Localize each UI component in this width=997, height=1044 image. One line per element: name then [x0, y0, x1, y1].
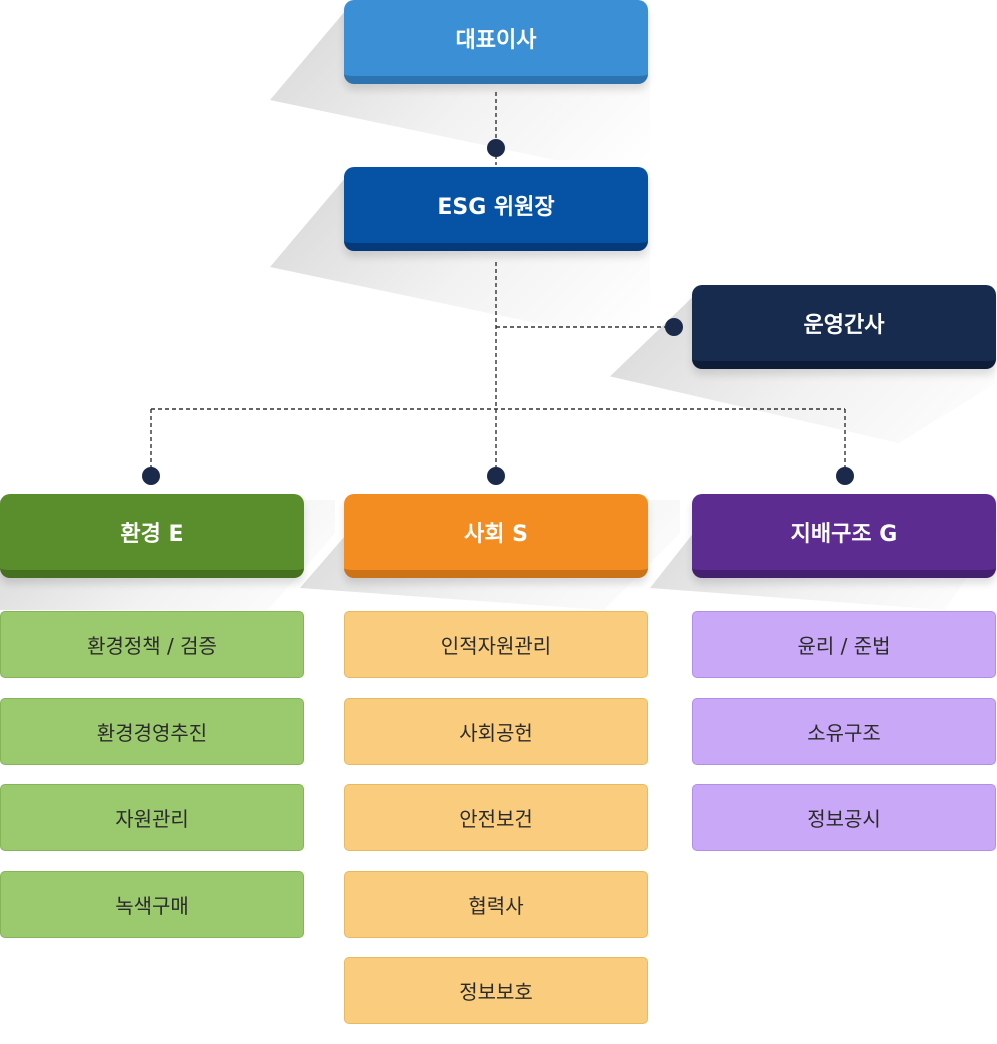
governance-item-list: 윤리 / 준법 소유구조 정보공시 — [692, 611, 996, 871]
dot-chair — [487, 139, 505, 157]
dot-env — [142, 467, 160, 485]
dot-gov — [836, 467, 854, 485]
dot-secretary — [665, 318, 683, 336]
esg-chair-box: ESG 위원장 — [344, 167, 648, 251]
env-item-list: 환경정책 / 검증 환경경영추진 자원관리 녹색구매 — [0, 611, 304, 957]
env-division-head: 환경 E — [0, 494, 304, 578]
social-item: 정보보호 — [344, 957, 648, 1024]
social-item: 안전보건 — [344, 784, 648, 851]
env-item: 자원관리 — [0, 784, 304, 851]
ceo-box: 대표이사 — [344, 0, 648, 84]
governance-item: 윤리 / 준법 — [692, 611, 996, 678]
env-item: 환경정책 / 검증 — [0, 611, 304, 678]
governance-item: 소유구조 — [692, 697, 996, 765]
secretary-box: 운영간사 — [692, 285, 996, 369]
social-item: 사회공헌 — [344, 697, 648, 765]
dot-soc — [487, 467, 505, 485]
social-item: 인적자원관리 — [344, 611, 648, 678]
social-item: 협력사 — [344, 870, 648, 938]
governance-division-head: 지배구조 G — [692, 494, 996, 578]
governance-item: 정보공시 — [692, 784, 996, 851]
env-item: 녹색구매 — [0, 870, 304, 938]
env-item: 환경경영추진 — [0, 697, 304, 765]
social-item-list: 인적자원관리 사회공헌 안전보건 협력사 정보보호 — [344, 611, 648, 1044]
social-division-head: 사회 S — [344, 494, 648, 578]
